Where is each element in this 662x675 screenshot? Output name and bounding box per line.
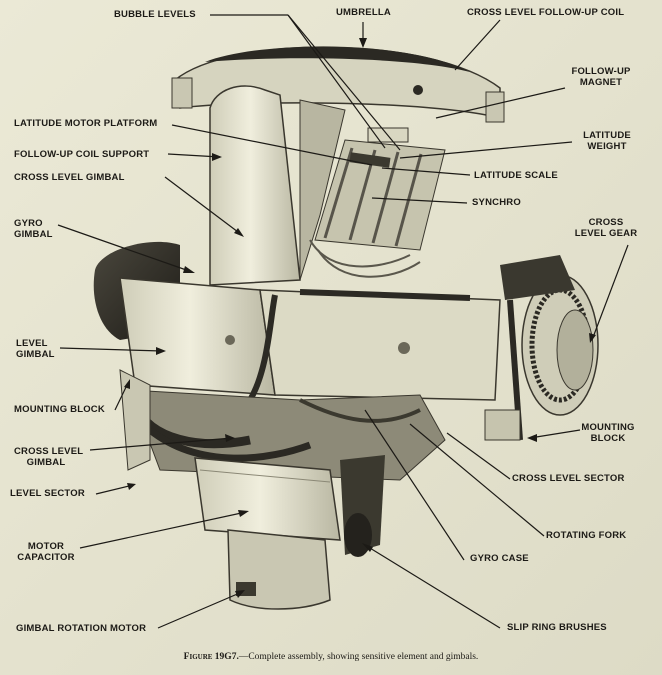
leader-latitude-motor-platform	[171, 124, 373, 166]
leader-cross-level-gear	[591, 244, 629, 341]
leader-bubble-levels-b	[287, 14, 386, 149]
label-follow-up-magnet-line1: FOLLOW-UP	[571, 66, 631, 77]
leader-arrowheads	[124, 38, 596, 598]
arrow-cross-level-gear	[589, 333, 596, 343]
leader-gyro-case	[364, 409, 465, 561]
label-motor-capacitor: MOTOR CAPACITOR	[14, 541, 78, 563]
label-follow-up-coil-support: FOLLOW-UP COIL SUPPORT	[14, 149, 150, 160]
leader-mounting-block-right	[529, 429, 581, 439]
leader-lines	[57, 14, 629, 629]
leader-follow-up-magnet	[435, 87, 566, 119]
label-cross-level-gimbal-bottom: CROSS LEVEL GIMBAL	[14, 446, 83, 468]
label-cross-level-sector: CROSS LEVEL SECTOR	[512, 473, 625, 484]
label-latitude-weight: LATITUDE WEIGHT	[572, 130, 642, 152]
arrow-cross-level-gimbal-top	[234, 228, 244, 237]
leader-gyro-gimbal	[57, 224, 193, 273]
label-bubble-levels: BUBBLE LEVELS	[114, 9, 196, 20]
label-mounting-block-right: MOUNTING BLOCK	[575, 422, 641, 444]
label-gimbal-rotation-motor: GIMBAL ROTATION MOTOR	[16, 623, 147, 634]
arrow-mounting-block-right	[527, 434, 537, 442]
label-follow-up-magnet: FOLLOW-UP MAGNET	[566, 66, 636, 88]
leader-cross-level-gimbal-top	[164, 176, 243, 236]
label-mounting-block-left: MOUNTING BLOCK	[14, 404, 105, 415]
leader-slip-ring-brushes	[364, 544, 501, 629]
label-motor-capacitor-line1: MOTOR	[27, 541, 65, 552]
leader-latitude-weight	[399, 141, 573, 159]
label-cross-level-gear: CROSS LEVEL GEAR	[568, 217, 644, 239]
figure-caption-text: —Complete assembly, showing sensitive el…	[238, 652, 479, 662]
label-cross-level-gimbal-top: CROSS LEVEL GIMBAL	[14, 172, 125, 183]
label-cross-level-gimbal-bottom-line2: GIMBAL	[26, 457, 66, 468]
leader-gimbal-rotation-motor	[157, 591, 243, 629]
arrow-umbrella	[359, 38, 367, 48]
figure-number: Figure 19G7.	[183, 652, 239, 662]
label-latitude-scale: LATITUDE SCALE	[474, 170, 558, 181]
label-cross-level-follow-up-coil: CROSS LEVEL FOLLOW-UP COIL	[467, 7, 625, 18]
leader-rotating-fork	[409, 423, 545, 537]
label-level-gimbal-line1: LEVEL	[16, 338, 48, 349]
label-gyro-gimbal-line1: GYRO	[14, 218, 43, 229]
arrow-motor-capacitor	[238, 510, 249, 517]
leader-motor-capacitor	[79, 511, 247, 549]
arrow-level-sector	[127, 483, 136, 490]
arrow-gyro-gimbal	[183, 266, 195, 273]
label-cross-level-gear-line2: LEVEL GEAR	[574, 228, 638, 239]
label-umbrella: UMBRELLA	[336, 7, 391, 18]
label-mounting-block-right-line2: BLOCK	[590, 433, 626, 444]
leader-follow-up-coil-support	[167, 153, 221, 158]
label-rotating-fork: ROTATING FORK	[546, 530, 627, 541]
label-cross-level-gimbal-bottom-line1: CROSS LEVEL	[14, 446, 84, 457]
leader-level-sector	[95, 484, 134, 495]
arrow-follow-up-coil-support	[212, 153, 222, 161]
label-latitude-weight-line1: LATITUDE	[583, 130, 631, 141]
label-motor-capacitor-line2: CAPACITOR	[17, 552, 75, 563]
leader-bubble-levels-c	[287, 14, 401, 151]
arrow-cross-level-gimbal-bottom	[225, 434, 235, 442]
leader-cross-level-sector	[446, 432, 511, 480]
arrow-mounting-block-left	[124, 379, 130, 389]
label-gyro-gimbal-line2: GIMBAL	[14, 229, 53, 240]
label-latitude-weight-line2: WEIGHT	[587, 141, 627, 152]
figure-caption: Figure 19G7.—Complete assembly, showing …	[0, 652, 662, 662]
label-gyro-gimbal: GYRO GIMBAL	[14, 218, 53, 240]
arrow-level-gimbal	[156, 347, 166, 355]
leader-cross-level-gimbal-bottom	[89, 437, 233, 451]
arrow-slip-ring-brushes	[362, 543, 373, 552]
label-latitude-motor-platform: LATITUDE MOTOR PLATFORM	[14, 118, 158, 129]
label-mounting-block-right-line1: MOUNTING	[581, 422, 635, 433]
leader-cross-level-follow-up-coil	[454, 19, 501, 71]
label-follow-up-magnet-line2: MAGNET	[579, 77, 623, 88]
leader-synchro	[371, 197, 468, 204]
label-level-sector: LEVEL SECTOR	[10, 488, 85, 499]
label-level-gimbal-line2: GIMBAL	[16, 349, 55, 360]
label-synchro: SYNCHRO	[472, 197, 521, 208]
leader-latitude-scale	[381, 167, 471, 176]
label-cross-level-gear-line1: CROSS	[588, 217, 624, 228]
arrow-gimbal-rotation-motor	[235, 590, 245, 598]
label-slip-ring-brushes: SLIP RING BRUSHES	[507, 622, 607, 633]
label-level-gimbal: LEVEL GIMBAL	[16, 338, 55, 360]
label-gyro-case: GYRO CASE	[470, 553, 529, 564]
leader-level-gimbal	[59, 347, 163, 352]
